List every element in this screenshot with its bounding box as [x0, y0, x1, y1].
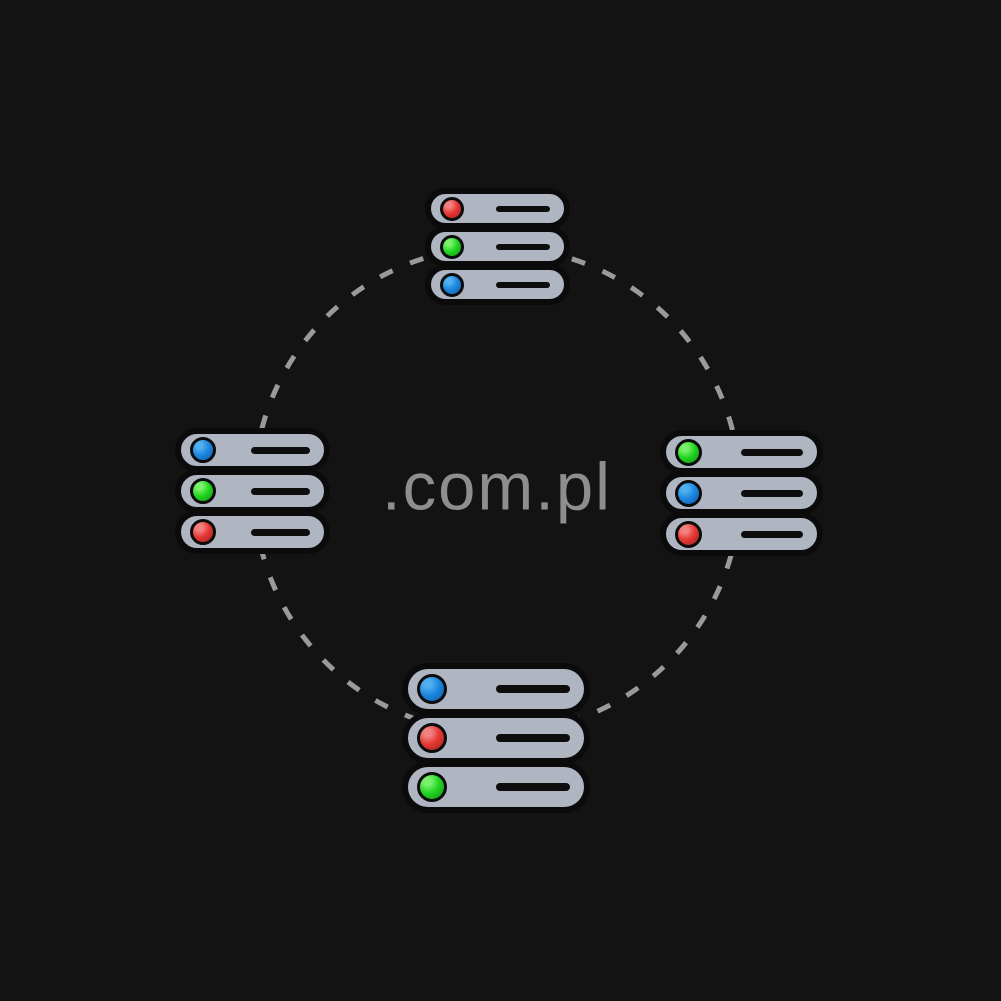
server-stack-top: [425, 188, 570, 305]
led-red-icon: [190, 519, 216, 545]
server-bar: [175, 428, 330, 472]
led-blue-icon: [675, 479, 702, 507]
server-bar: [402, 663, 590, 715]
drive-slot: [495, 243, 550, 250]
server-bar: [425, 226, 570, 267]
drive-slot: [495, 783, 570, 791]
server-bar: [402, 761, 590, 813]
drive-slot: [740, 448, 803, 456]
drive-slot: [495, 685, 570, 693]
server-bar: [660, 430, 823, 474]
drive-slot: [495, 734, 570, 742]
led-blue-icon: [190, 437, 216, 463]
server-stack-bottom: [402, 663, 590, 813]
server-bar: [175, 469, 330, 513]
led-blue-icon: [440, 272, 464, 297]
domain-label: .com.pl: [382, 449, 612, 525]
drive-slot: [740, 489, 803, 497]
drive-slot: [495, 205, 550, 212]
led-red-icon: [440, 196, 464, 221]
server-bar: [175, 510, 330, 554]
server-bar: [660, 512, 823, 556]
led-green-icon: [440, 234, 464, 259]
server-bar: [425, 188, 570, 229]
server-stack-right: [660, 430, 823, 556]
server-bar: [660, 471, 823, 515]
led-red-icon: [417, 723, 447, 753]
led-green-icon: [417, 772, 447, 802]
led-green-icon: [675, 438, 702, 466]
led-green-icon: [190, 478, 216, 504]
server-bar: [402, 712, 590, 764]
server-bar: [425, 264, 570, 305]
drive-slot: [251, 446, 310, 454]
drive-slot: [251, 487, 310, 495]
drive-slot: [495, 281, 550, 288]
led-red-icon: [675, 520, 702, 548]
drive-slot: [251, 528, 310, 536]
server-stack-left: [175, 428, 330, 554]
led-blue-icon: [417, 674, 447, 704]
drive-slot: [740, 530, 803, 538]
